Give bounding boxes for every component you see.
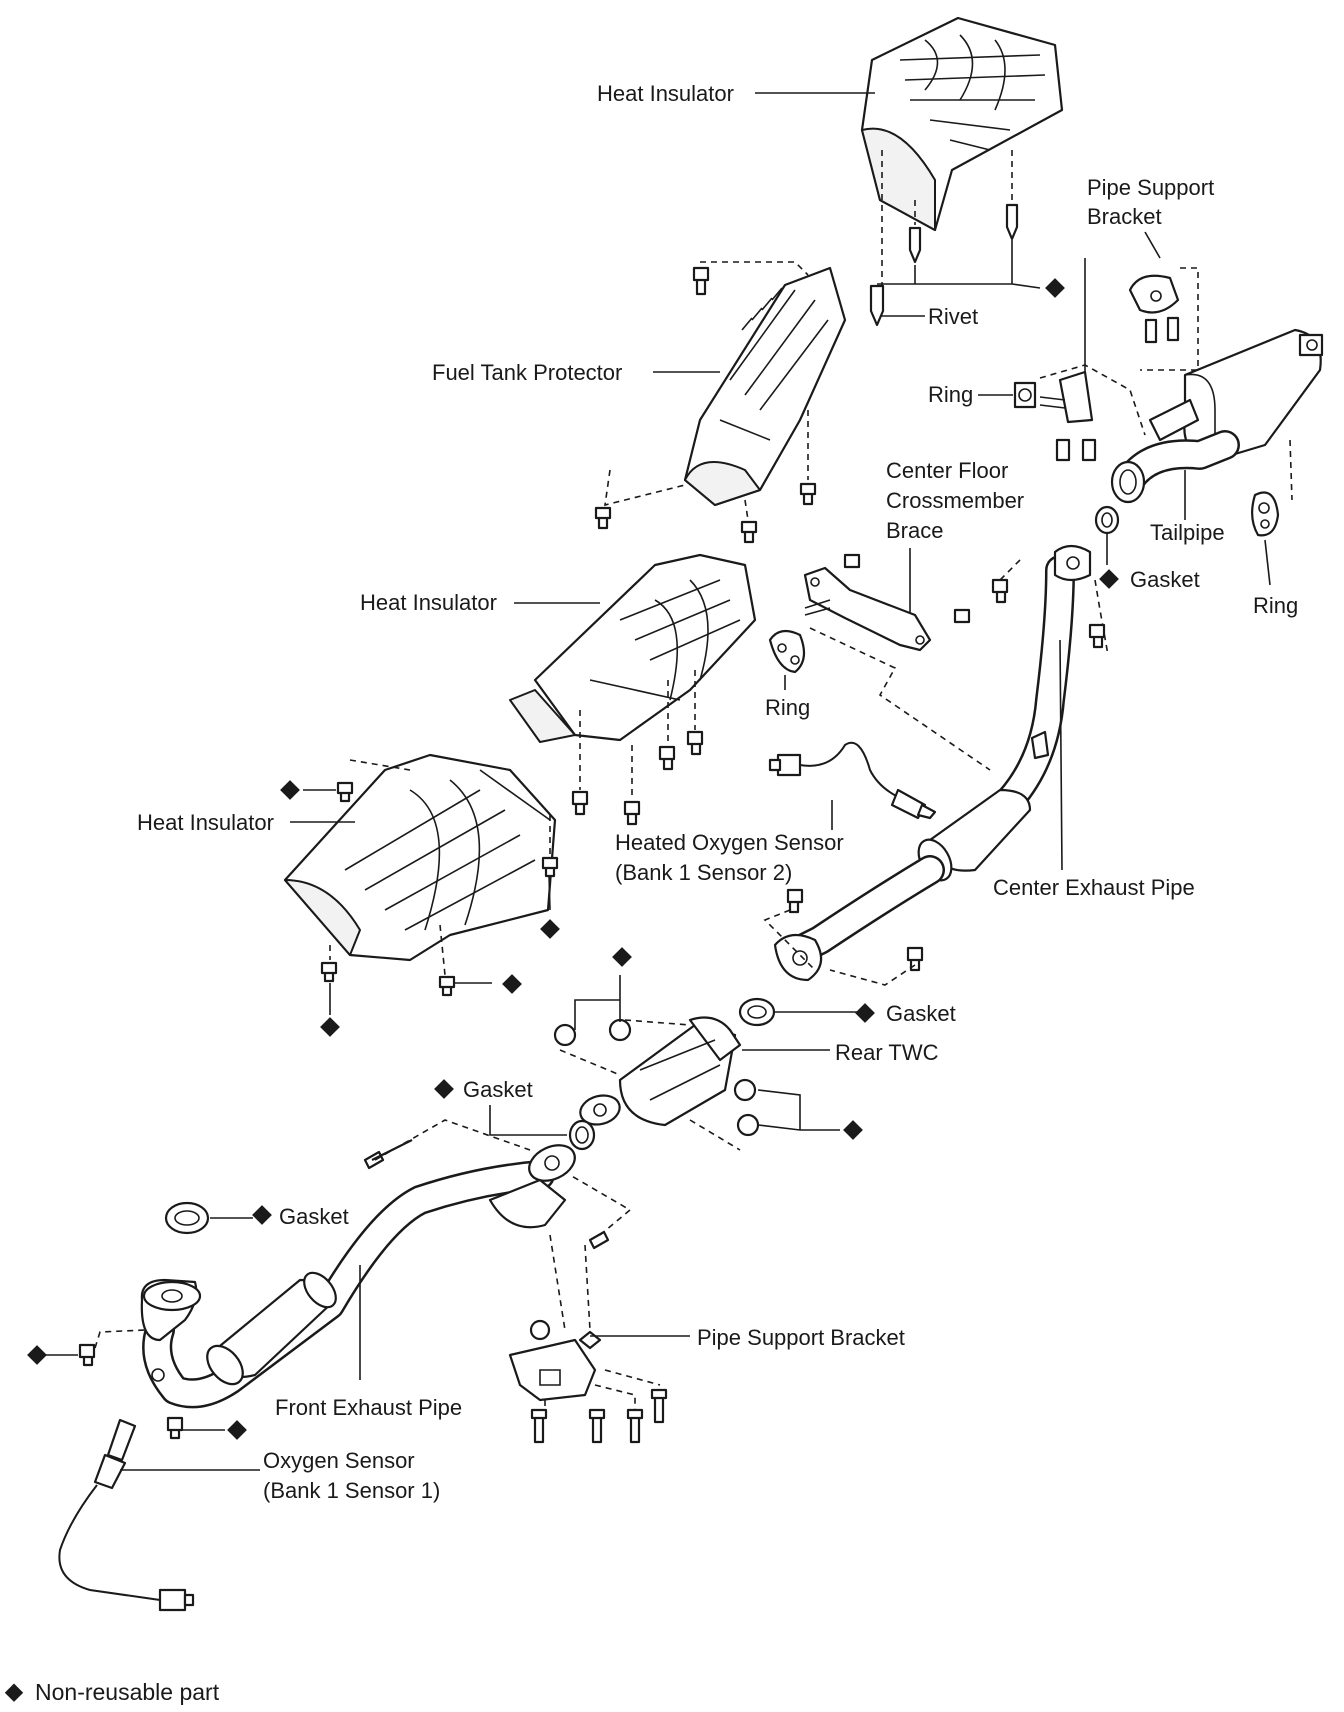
fasteners-middle-insulator <box>571 730 704 826</box>
gasket-front-label: Gasket <box>279 1204 349 1229</box>
fasteners-rear-twc <box>553 1018 760 1137</box>
front-exhaust-pipe-label: Front Exhaust Pipe <box>275 1395 462 1420</box>
rear-twc-label: Rear TWC <box>835 1040 939 1065</box>
legend-text: Non-reusable part <box>35 1679 220 1705</box>
fasteners-center-pipe <box>786 578 1106 972</box>
ring-top-part <box>1013 370 1097 462</box>
heat-insulator-lower-part <box>283 753 557 962</box>
fasteners-lower-bracket <box>530 1388 668 1444</box>
fasteners-fuel-tank <box>594 266 817 544</box>
heated-oxygen-sensor-label-2: (Bank 1 Sensor 2) <box>615 860 792 885</box>
legend: Non-reusable part <box>4 1679 220 1705</box>
ring-top-label: Ring <box>928 382 973 407</box>
gasket-rear-twc-label: Gasket <box>886 1001 956 1026</box>
ring-middle-label: Ring <box>765 695 810 720</box>
tailpipe-label: Tailpipe <box>1150 520 1225 545</box>
legend-diamond-icon <box>4 1683 24 1702</box>
gasket-tailpipe-label: Gasket <box>1130 567 1200 592</box>
fasteners-front-pipe <box>78 1139 610 1440</box>
heat-insulator-top-part <box>860 16 1064 232</box>
rivet-parts <box>869 203 1019 327</box>
pipe-support-bracket-top-part <box>1128 274 1180 344</box>
pipe-support-bracket-lower-label: Pipe Support Bracket <box>697 1325 905 1350</box>
center-exhaust-pipe-label: Center Exhaust Pipe <box>993 875 1195 900</box>
heat-insulator-top-label: Heat Insulator <box>597 81 734 106</box>
heat-insulator-middle-label: Heat Insulator <box>360 590 497 615</box>
center-floor-label-2: Crossmember <box>886 488 1024 513</box>
oxygen-sensor-part <box>58 1418 195 1612</box>
rivet-label: Rivet <box>928 304 978 329</box>
gasket-mid-label: Gasket <box>463 1077 533 1102</box>
fasteners-lower-insulator <box>320 781 559 997</box>
muffler-part <box>1148 328 1324 462</box>
pipe-support-bracket-lower-part <box>508 1319 602 1402</box>
fuel-tank-protector-label: Fuel Tank Protector <box>432 360 622 385</box>
front-exhaust-pipe-part <box>140 1144 576 1386</box>
pipe-support-bracket-top-label-1: Pipe Support <box>1087 175 1214 200</box>
oxygen-sensor-label-1: Oxygen Sensor <box>263 1448 415 1473</box>
ring-right-part <box>1251 491 1280 537</box>
crossmember-brace-part <box>803 553 971 652</box>
ring-right-label: Ring <box>1253 593 1298 618</box>
heated-oxygen-sensor-part <box>768 741 937 820</box>
pipe-support-bracket-top-label-2: Bracket <box>1087 204 1162 229</box>
center-floor-label-3: Brace <box>886 518 943 543</box>
ring-middle-part <box>768 599 831 674</box>
heat-insulator-lower-label: Heat Insulator <box>137 810 274 835</box>
oxygen-sensor-label-2: (Bank 1 Sensor 1) <box>263 1478 440 1503</box>
center-floor-label-1: Center Floor <box>886 458 1008 483</box>
heated-oxygen-sensor-label-1: Heated Oxygen Sensor <box>615 830 844 855</box>
fuel-tank-protector-part <box>683 266 847 507</box>
rear-twc-part <box>579 1016 742 1127</box>
heat-insulator-middle-part <box>509 553 757 743</box>
